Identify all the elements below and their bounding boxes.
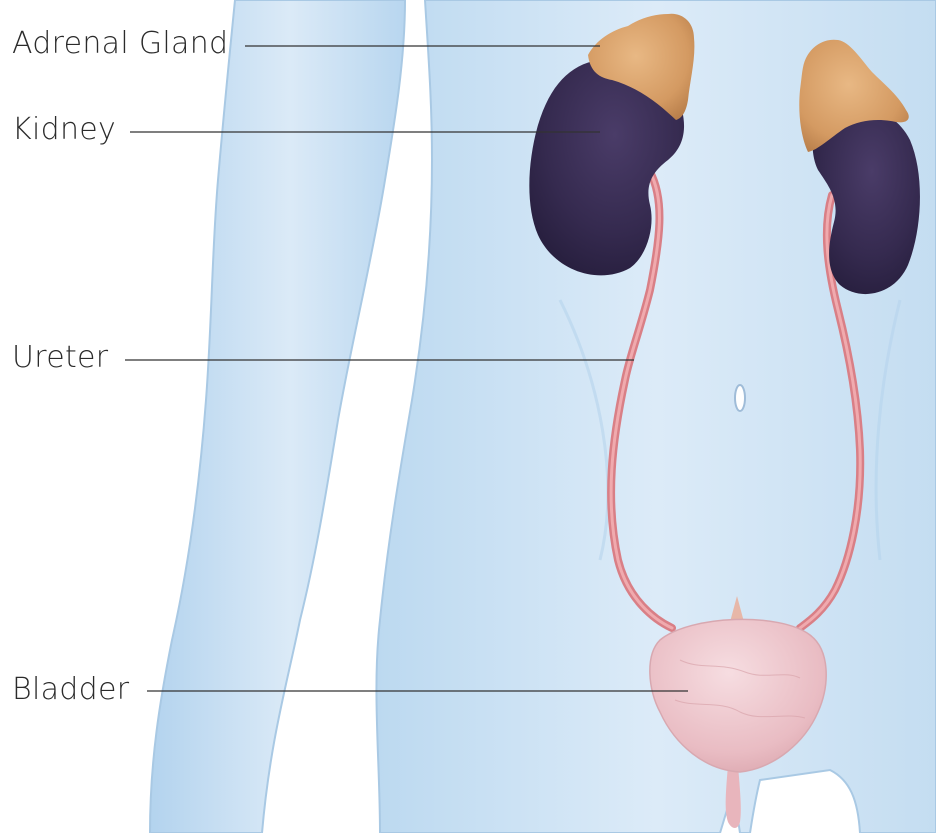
urethra [726,765,741,828]
ureter-label: Ureter [12,343,108,373]
navel [735,385,745,411]
bladder-label: Bladder [12,675,129,705]
adrenal-gland-label: Adrenal Gland [12,29,228,59]
kidney-label: Kidney [12,115,116,145]
arm [150,0,405,833]
